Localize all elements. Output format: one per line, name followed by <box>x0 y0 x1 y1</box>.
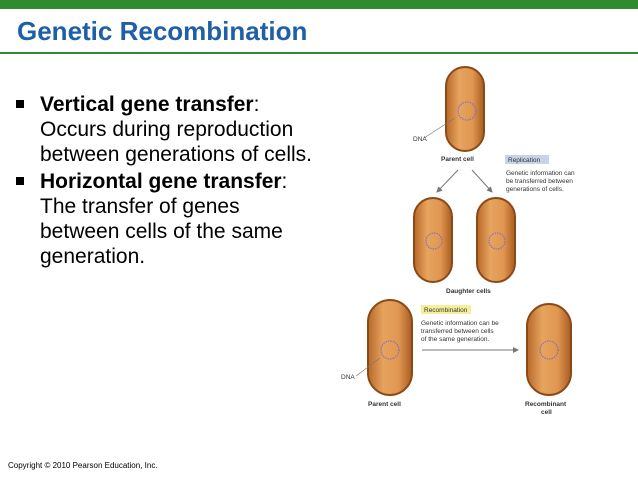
dna-pointer-top <box>423 117 456 139</box>
recombination-tag-bg <box>421 305 471 314</box>
bullet-term: Vertical gene transfer <box>40 93 254 116</box>
parent-cell-top-label: Parent cell <box>441 156 474 163</box>
daughter-cells-label: Daughter cells <box>446 288 491 295</box>
bullet-horizontal-transfer: Horizontal gene transfer: The transfer o… <box>14 169 319 269</box>
top-accent-bar <box>0 0 638 9</box>
page-title: Genetic Recombination <box>17 16 308 46</box>
recombination-text: of the same generation. <box>421 336 489 343</box>
parent-cell-bottom <box>367 299 413 396</box>
replication-tag-bg <box>505 155 549 164</box>
bullet-definition: : The transfer of genes between cells of… <box>40 170 288 268</box>
dna-label-bottom: DNA <box>341 374 355 381</box>
copyright-footer: Copyright © 2010 Pearson Education, Inc. <box>8 461 158 470</box>
daughter-cell-left <box>413 197 453 283</box>
bullet-list: Vertical gene transfer: Occurs during re… <box>14 92 319 271</box>
bullet-square-icon <box>16 100 24 108</box>
dna-pointer-bottom <box>355 357 381 377</box>
recombinant-cell <box>526 303 572 396</box>
recombination-tag: Recombination <box>424 307 468 314</box>
replication-text: Genetic information can <box>506 170 575 177</box>
bullet-term: Horizontal gene transfer <box>40 170 282 193</box>
parent-cell-bottom-label: Parent cell <box>368 401 401 408</box>
recombinant-cell-label: cell <box>541 409 552 416</box>
recombination-text: transferred between cells <box>421 328 494 335</box>
bullet-square-icon <box>16 177 24 185</box>
replication-tag: Replication <box>508 157 541 164</box>
recombination-text: Genetic information can be <box>421 320 499 327</box>
parent-cell-top <box>445 66 485 152</box>
daughter-cell-right <box>476 197 516 283</box>
recombinant-cell-label: Recombinant <box>525 401 567 408</box>
title-divider <box>0 52 638 54</box>
replication-text: generations of cells. <box>506 186 564 193</box>
bullet-vertical-transfer: Vertical gene transfer: Occurs during re… <box>14 92 319 167</box>
replication-arrow-right <box>471 169 493 193</box>
replication-arrow-left <box>436 169 459 193</box>
dna-label-top: DNA <box>413 136 427 143</box>
replication-text: be transferred between <box>506 178 573 185</box>
bullet-definition: : Occurs during reproduction between gen… <box>40 93 313 166</box>
